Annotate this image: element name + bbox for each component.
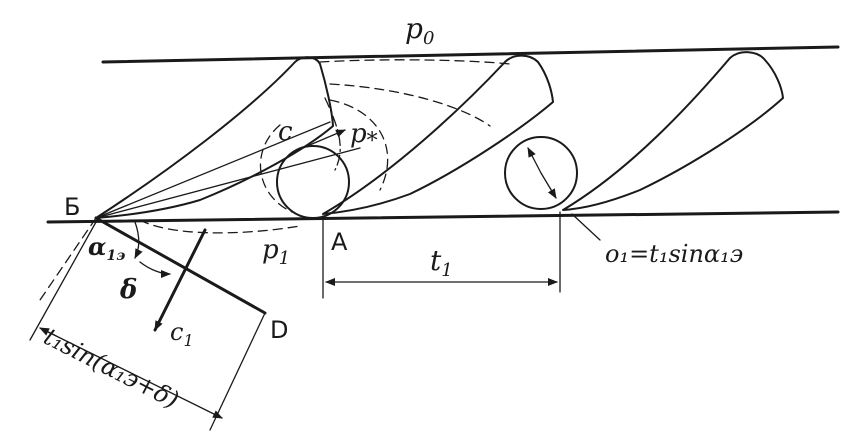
label-alpha: α1э [88, 232, 125, 264]
angle-alpha-arc [134, 221, 143, 259]
label-c: c [278, 117, 293, 147]
angle-delta-arc [139, 261, 171, 278]
dim-ext-right [209, 312, 266, 431]
label-delta: δ [119, 275, 137, 305]
blade-profile-2 [322, 54, 554, 215]
label-t1: t1 [430, 244, 453, 281]
construction-line-1 [95, 147, 361, 219]
blade-profile-1 [95, 56, 334, 219]
label-A: A [331, 228, 348, 256]
dashed-flow-line-5 [324, 97, 341, 171]
label-D: D [270, 316, 288, 344]
p-star-arrow [297, 129, 346, 151]
dashed-flow-line-4 [139, 219, 301, 234]
o1-arrow-down [540, 172, 557, 199]
o1-arrow-up [527, 147, 542, 174]
dashed-top-line [319, 59, 511, 65]
dim-line-bottom [39, 327, 223, 419]
label-bottom-formula: t₁sin(α₁э+δ) [39, 322, 183, 414]
label-p1: p1 [262, 235, 290, 269]
label-c1: c1 [170, 318, 194, 350]
label-p-star: p* [350, 119, 378, 154]
label-B: Б [64, 193, 80, 221]
formula-leader-line [571, 213, 601, 241]
velocity-c1-arrow [153, 228, 207, 332]
throat-circle-1 [276, 145, 350, 219]
blade-profile-3 [562, 51, 784, 211]
label-p0: p0 [405, 12, 434, 49]
upper-wall-line [101, 45, 840, 64]
dashed-flow-line-2 [329, 99, 389, 191]
dim-ext-left [29, 221, 97, 341]
dashed-flow-line-1 [329, 83, 491, 127]
construction-line-2 [95, 121, 331, 219]
throat-circle-2 [504, 136, 578, 210]
line-BD [94, 216, 267, 315]
construction-line-3 [39, 217, 97, 301]
label-o1-formula: o₁=t₁sinα₁э [605, 240, 743, 268]
lower-wall-line [46, 210, 840, 224]
dashed-flow-line-3 [259, 124, 293, 213]
